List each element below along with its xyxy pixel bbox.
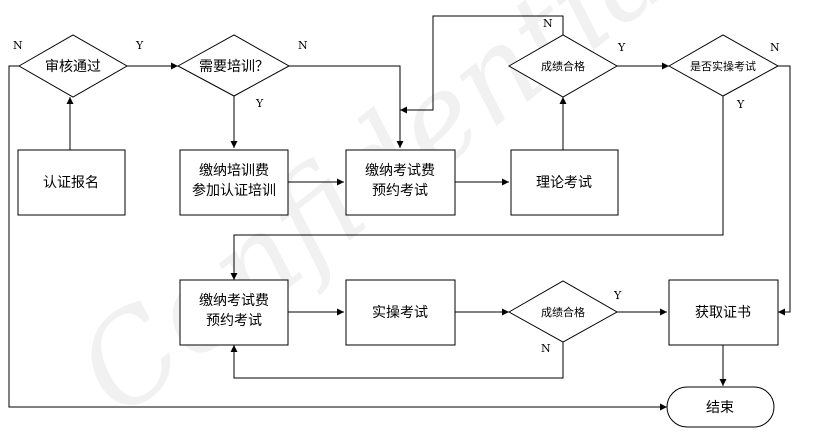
decision-xuyao-label: 需要培训？ xyxy=(199,59,269,75)
watermark: Confidential xyxy=(52,0,723,432)
process-peixun-label-1: 缴纳培训费 xyxy=(199,163,269,179)
process-lilun-label: 理论考试 xyxy=(536,175,592,191)
edge-label-chengji2-y: Y xyxy=(613,289,622,302)
edge-shifou-no xyxy=(778,65,791,316)
edge-xuyao-no xyxy=(289,65,404,148)
process-huoqu-zhengshu[interactable]: 获取证书 xyxy=(668,279,779,346)
edge-chengji2-no xyxy=(230,342,564,379)
process-renzheng-baoming[interactable]: 认证报名 xyxy=(17,149,126,216)
edge-label-chengji1-y: Y xyxy=(617,41,626,54)
edge-label-shifou-y: Y xyxy=(736,98,745,111)
process-kaoshi-2[interactable]: 缴纳考试费 预约考试 xyxy=(179,279,289,346)
process-shicao-label: 实操考试 xyxy=(372,305,428,321)
edge-label-xuyao-y: Y xyxy=(255,97,264,110)
process-kaoshi-2-label-1: 缴纳考试费 xyxy=(199,293,269,309)
process-shicao-kaoshi[interactable]: 实操考试 xyxy=(345,279,456,346)
edge-label-shenhe-y: Y xyxy=(135,39,144,52)
process-kaoshi-1-label-1: 缴纳考试费 xyxy=(365,163,435,179)
edge-chengji1-no xyxy=(400,15,564,114)
decision-xuyao-peixun[interactable]: 需要培训？ xyxy=(176,34,291,97)
decision-chengji-1[interactable]: 成绩合格 xyxy=(507,34,619,98)
terminator-jieshu[interactable]: 结束 xyxy=(666,386,775,428)
decision-shenhe[interactable]: 审核通过 xyxy=(17,34,129,98)
decision-shenhe-label: 审核通过 xyxy=(45,59,101,75)
edge-label-chengji1-n: N xyxy=(543,17,553,30)
edge-shenhe-no xyxy=(8,65,667,411)
process-peixun-label-2: 参加认证培训 xyxy=(192,182,276,199)
process-kaoshi-2-label-2: 预约考试 xyxy=(206,313,262,329)
decision-chengji-2[interactable]: 成绩合格 xyxy=(507,280,619,343)
edge-shifou-yes xyxy=(230,96,724,280)
decision-chengji-1-label: 成绩合格 xyxy=(541,59,585,73)
decision-shifou-label: 是否实操考试 xyxy=(690,59,756,73)
process-renzheng-label: 认证报名 xyxy=(43,175,99,191)
process-huoqu-label: 获取证书 xyxy=(695,305,751,321)
edge-label-shenhe-n: N xyxy=(13,39,23,52)
process-kaoshi-1[interactable]: 缴纳考试费 预约考试 xyxy=(345,149,456,216)
edge-label-xuyao-n: N xyxy=(298,39,308,52)
decision-shifou-shicao[interactable]: 是否实操考试 xyxy=(667,34,780,97)
process-kaoshi-1-label-2: 预约考试 xyxy=(372,183,428,199)
decision-chengji-2-label: 成绩合格 xyxy=(541,305,585,319)
edge-label-shifou-n: N xyxy=(770,41,780,54)
process-lilun-kaoshi[interactable]: 理论考试 xyxy=(510,149,619,216)
terminator-jieshu-label: 结束 xyxy=(706,400,734,416)
process-peixun[interactable]: 缴纳培训费 参加认证培训 xyxy=(179,149,289,216)
edge-label-chengji2-n: N xyxy=(541,342,551,355)
